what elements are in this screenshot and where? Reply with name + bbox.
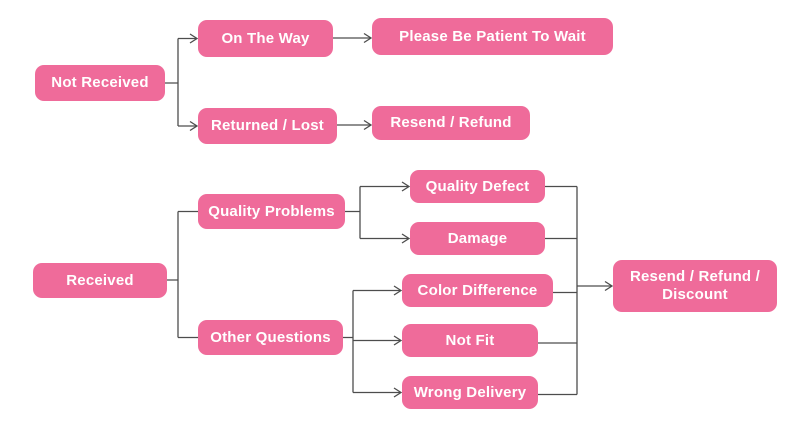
arrowhead-on-the-way (189, 33, 199, 44)
arrowhead-returned-lost (189, 120, 199, 132)
arrowhead-not-fit (393, 335, 403, 346)
node-received: Received (33, 263, 167, 298)
arrowhead-wrong-delivery (393, 387, 403, 398)
node-not-received: Not Received (35, 65, 165, 101)
node-wrong-delivery: Wrong Delivery (402, 376, 538, 409)
node-please-be-patient-to-wait: Please Be Patient To Wait (372, 18, 613, 55)
node-damage: Damage (410, 222, 545, 255)
node-resend-refund: Resend / Refund (372, 106, 530, 140)
connector-quality-split (345, 185, 408, 240)
arrowhead-resend-refund (363, 119, 373, 131)
node-quality-defect: Quality Defect (410, 170, 545, 203)
arrowhead-quality-defect (401, 181, 411, 192)
arrowhead-color-difference (393, 285, 403, 296)
connector-received-split (167, 210, 198, 339)
arrowhead-damage (401, 233, 411, 244)
arrowhead-resend-discount (604, 280, 614, 292)
node-other-questions: Other Questions (198, 320, 343, 355)
connector-other-split (343, 289, 400, 394)
node-returned-lost: Returned / Lost (198, 108, 337, 144)
node-not-fit: Not Fit (402, 324, 538, 357)
node-color-difference: Color Difference (402, 274, 553, 307)
connector-not-received-split (165, 37, 196, 127)
connector-collector-rail (538, 185, 611, 396)
node-resend-refund-discount: Resend / Refund / Discount (613, 260, 777, 312)
node-on-the-way: On The Way (198, 20, 333, 57)
node-quality-problems: Quality Problems (198, 194, 345, 229)
arrowhead-please-wait (363, 32, 373, 44)
